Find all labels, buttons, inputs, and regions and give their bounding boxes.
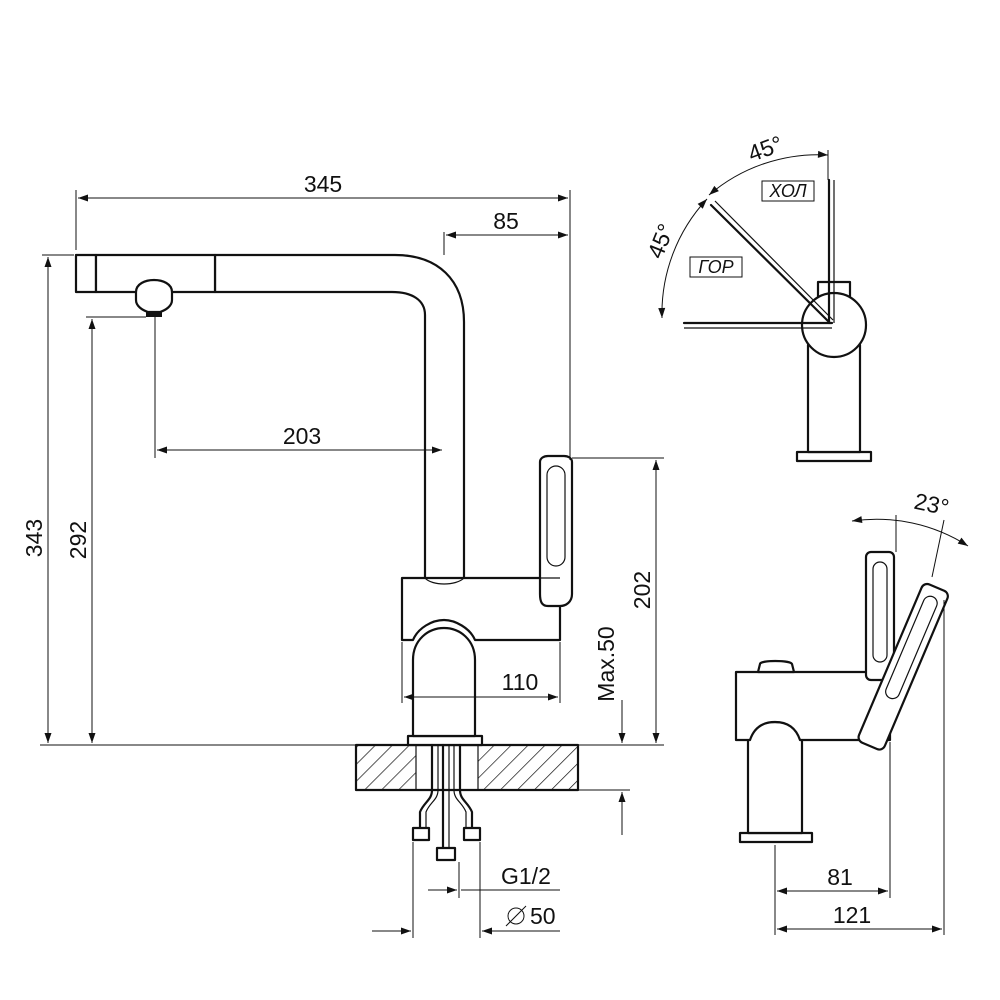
label-hot: ГОР xyxy=(698,257,733,277)
base-flange xyxy=(406,734,484,747)
dim-height-outlet: 292 xyxy=(65,521,91,559)
angle-hot: 45° xyxy=(642,220,679,262)
dim-height-lever: 202 xyxy=(629,571,655,609)
side-lever-tilted xyxy=(857,582,949,751)
side-pedestal xyxy=(746,720,804,835)
front-view: 345 85 203 343 292 202 110 Max.50 xyxy=(21,171,664,938)
spout xyxy=(74,253,466,582)
top-view: 45° 45° ХОЛ ГОР xyxy=(642,130,873,463)
pedestal xyxy=(411,626,477,738)
dim-overall-width: 345 xyxy=(304,171,342,197)
dim-depth-total: 121 xyxy=(833,902,871,928)
label-cold: ХОЛ xyxy=(768,181,807,201)
dim-max-deck: Max.50 xyxy=(593,626,619,701)
dim-depth-base: 81 xyxy=(827,864,853,890)
dim-hole-diameter: 50 xyxy=(530,903,556,929)
top-base-plate xyxy=(795,450,873,463)
side-lever-upright xyxy=(864,550,896,682)
angle-cold: 45° xyxy=(744,130,786,166)
dim-spout-tip: 85 xyxy=(493,208,519,234)
lever-handle xyxy=(538,454,574,608)
side-view: 23° 81 121 xyxy=(734,488,969,935)
top-body xyxy=(806,343,862,454)
diameter-icon xyxy=(505,905,527,927)
countertop-section xyxy=(354,743,580,792)
dim-reach: 203 xyxy=(283,423,321,449)
dim-body-width: 110 xyxy=(502,669,539,695)
supply-hoses xyxy=(411,743,482,862)
dim-height-total: 343 xyxy=(21,519,47,557)
side-body xyxy=(734,670,892,742)
angle-tilt: 23° xyxy=(912,488,951,521)
dim-thread: G1/2 xyxy=(501,863,551,889)
side-base-plate xyxy=(738,831,814,844)
valve-body xyxy=(400,576,562,642)
